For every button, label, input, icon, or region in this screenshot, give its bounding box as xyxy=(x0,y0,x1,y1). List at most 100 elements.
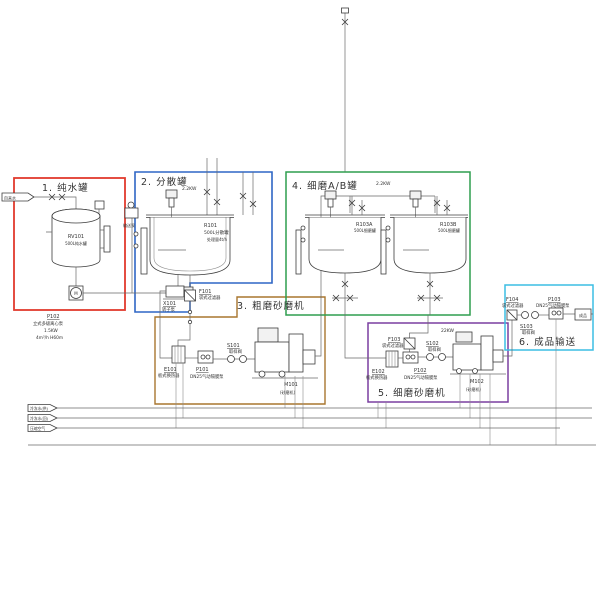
sampler-s103-icon xyxy=(521,311,529,319)
mill-m102-note: (砂磨机) xyxy=(466,386,482,392)
cooler-e101-type: 板式换热器 xyxy=(158,372,180,379)
mill-m101-tag: M101 xyxy=(284,382,298,388)
title-product: 6. 成品输送 xyxy=(519,336,576,348)
cooler-e102-type: 板式换热器 xyxy=(366,374,388,381)
tank-r101-tag: R101 xyxy=(204,223,217,229)
cooler-e101-tag: E101 xyxy=(164,367,177,373)
utility-flag-label: 冷冻水(供) xyxy=(30,406,49,411)
tank-r101-spec: 500L分散罐 xyxy=(204,229,229,236)
sampler-s103-icon xyxy=(531,311,539,319)
sight-glass-icon xyxy=(133,231,139,237)
title-coarse-mill: 3. 粗磨砂磨机 xyxy=(237,300,305,312)
tank-r103b-spec: 500L细磨罐 xyxy=(438,227,460,233)
filter-f104-tag: F104 xyxy=(506,297,518,303)
valve-icon xyxy=(426,280,434,288)
pump-p101-tag: P101 xyxy=(196,367,209,373)
valve-icon xyxy=(332,294,340,302)
dispersion-motor-power: 2.2KW xyxy=(182,186,197,192)
valve-icon xyxy=(358,204,366,212)
valve-icon xyxy=(341,280,349,288)
pump-p101-icon xyxy=(197,350,214,364)
valve-icon xyxy=(213,198,221,206)
level-column-icon xyxy=(295,229,302,275)
section-fine-mill: 22KW F103 袋式过滤器 E102 板式换热器 P102 DN25气动隔膜… xyxy=(344,315,513,445)
utility-headers: 冷冻水(供) 冷冻水(回) 压缩空气 xyxy=(27,404,596,446)
transfer-pump-icon xyxy=(124,201,139,219)
filter-f104-type: 袋式过滤器 xyxy=(502,302,524,309)
tank-r101: R101 500L分散罐 处理量4t/h xyxy=(146,214,234,276)
valve-icon xyxy=(433,199,441,207)
sampler-s102-type: 取样阀 xyxy=(428,346,441,353)
valve-icon xyxy=(203,188,211,196)
box-fine-tanks xyxy=(285,171,471,316)
pump-x101-type: 转子泵 xyxy=(162,306,176,313)
utility-flag-label: 冷冻水(回) xyxy=(30,416,49,421)
utility-flag xyxy=(27,414,58,422)
tank-rv101: RV101 500L纯水罐 xyxy=(46,208,111,268)
pump-p102-icon: M xyxy=(68,285,84,301)
mill-m101-icon xyxy=(252,327,318,379)
sampler-s101-icon xyxy=(227,355,235,363)
tank-r103a: R103A 500L细磨罐 xyxy=(305,190,385,274)
sampler-s102-icon xyxy=(426,353,434,361)
sight-glass-icon xyxy=(385,237,391,243)
valve-icon xyxy=(187,309,193,315)
cooler-e102-tag: E102 xyxy=(372,369,385,375)
inlet-flag xyxy=(1,192,35,202)
title-fine-mill: 5. 细磨砂磨机 xyxy=(378,387,446,399)
title-fine-tanks: 4. 细磨A/B罐 xyxy=(292,180,358,192)
filter-f101-tag: F101 xyxy=(199,289,211,295)
valve-icon xyxy=(443,204,451,212)
mill-m102-tag: M102 xyxy=(470,379,484,385)
box-coarse-mill xyxy=(154,296,326,405)
top-feed-line xyxy=(341,7,349,172)
section-fine-tanks: 2.2KW R103A 500L细磨罐 R10 xyxy=(295,181,468,315)
box-product xyxy=(504,284,594,351)
filter-f103-icon xyxy=(403,337,416,350)
title-dispersion: 2. 分散罐 xyxy=(141,176,188,188)
level-column-icon xyxy=(380,229,387,275)
filter-f103-type: 袋式过滤器 xyxy=(382,342,404,349)
utility-flag-label: 压缩空气 xyxy=(30,426,45,431)
pump-p103-icon xyxy=(548,307,564,320)
sight-glass-icon xyxy=(300,225,306,231)
tank-rv101-spec: 500L纯水罐 xyxy=(65,240,87,246)
valve-icon xyxy=(48,193,56,201)
tank-r101-capacity: 处理量4t/h xyxy=(207,236,227,242)
valve-icon xyxy=(58,193,66,201)
sampler-s101-icon xyxy=(239,355,247,363)
cooler-e102-icon xyxy=(385,350,399,368)
pump-p102-type: 立式多级离心泵 xyxy=(33,320,64,327)
filter-f101-icon xyxy=(184,289,196,302)
title-pure-water: 1. 纯水罐 xyxy=(42,182,89,194)
sight-glass-icon xyxy=(133,243,139,249)
pump-p103-tag: P103 xyxy=(548,297,561,303)
valve-icon xyxy=(348,199,356,207)
pump-p102b-icon xyxy=(402,351,419,364)
transfer-pump-label: 输送泵 xyxy=(123,222,135,228)
tank-r103a-spec: 500L细磨罐 xyxy=(354,227,376,233)
mill-m102-icon xyxy=(450,331,506,375)
level-gauge-icon xyxy=(103,225,111,253)
mill-m101-note: (砂磨机) xyxy=(280,389,296,395)
instrument-icon xyxy=(94,200,105,210)
inlet-flag-label: 自来水 xyxy=(4,195,16,201)
box-pure-water xyxy=(13,177,126,311)
agitator-motor-icon xyxy=(165,189,178,250)
sampler-s101-type: 取样阀 xyxy=(229,348,242,355)
box-fine-mill xyxy=(367,322,509,403)
section-pure-water: 自来水 RV101 500L纯水罐 M 输送泵 P102 xyxy=(1,192,168,341)
fine-mill-motor-power: 22KW xyxy=(441,328,455,334)
section-dispersion: 2.2KW R101 500L分散罐 处理量4t/h xyxy=(133,158,257,359)
tank-r103a-tag: R103A xyxy=(356,222,373,228)
tank-r103b: R103B 500L细磨罐 xyxy=(390,190,468,274)
valve-icon xyxy=(239,192,247,200)
pump-p102-tag: P102 xyxy=(47,314,60,320)
utility-flag xyxy=(27,404,58,412)
valve-icon xyxy=(433,294,441,302)
filter-f101-type: 袋式过滤器 xyxy=(199,294,221,301)
sampler-s101-tag: S101 xyxy=(227,343,240,349)
pump-p103-type: DN25气动隔膜泵 xyxy=(536,302,570,309)
